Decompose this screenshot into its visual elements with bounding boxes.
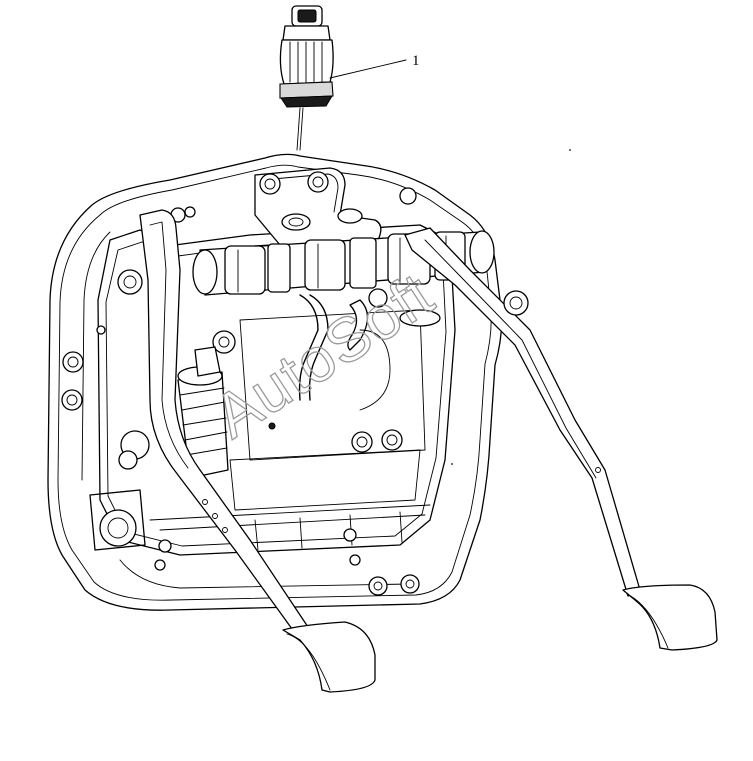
callout-number: 1 [412,53,420,69]
scan-speck [451,463,453,465]
left-pedal [139,209,376,693]
spring-pack [89,346,229,551]
scan-speck [569,149,571,151]
fasteners [61,187,420,596]
right-pedal [404,227,718,651]
sensor-connector [279,5,334,151]
top-bracket [254,167,382,251]
linkage [212,288,441,411]
callout-1: 1 [329,53,420,79]
callout-leader-line [329,59,407,79]
